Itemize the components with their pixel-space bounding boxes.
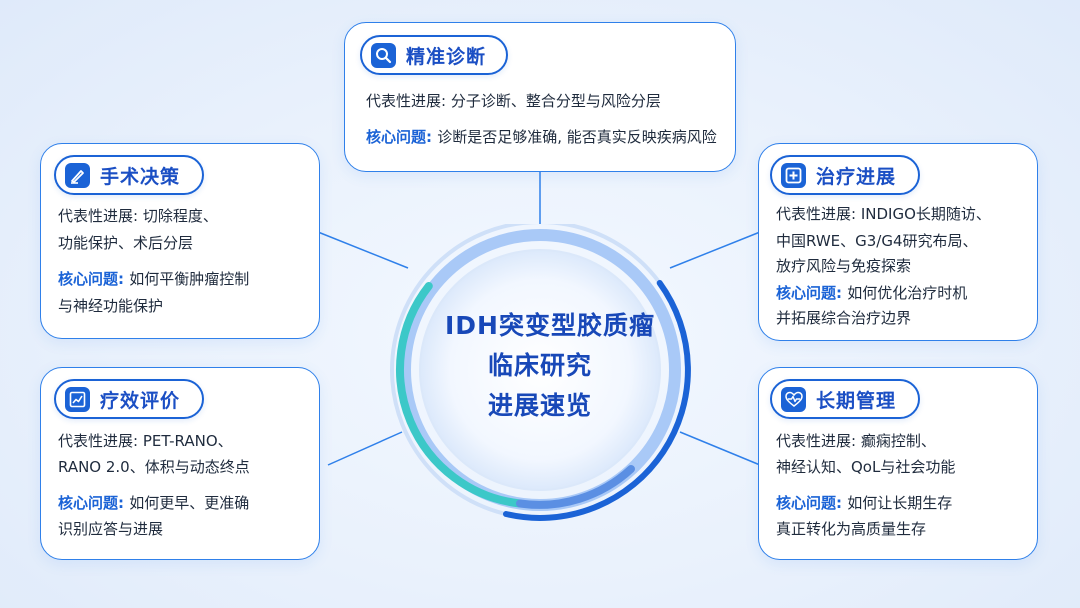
connector-treatment: [669, 231, 761, 269]
progress-text: 切除程度、: [142, 207, 218, 225]
pill-longterm: 长期管理: [770, 379, 920, 419]
search-icon: [371, 42, 396, 68]
progress-line-1: 代表性进展: 切除程度、: [58, 203, 218, 229]
card-title: 长期管理: [816, 389, 897, 412]
connector-surgery: [317, 231, 409, 269]
issue-label: 核心问题:: [58, 270, 130, 288]
progress-text: PET-RANO、: [142, 432, 233, 450]
center-hub: [390, 224, 691, 521]
progress-text: 癫痫控制、: [860, 432, 936, 450]
card-title: 治疗进展: [816, 165, 897, 188]
progress-label: 代表性进展:: [58, 432, 143, 450]
center-title-line-1: IDH突变型胶质瘤: [445, 311, 655, 340]
pill-treatment: 治疗进展: [770, 155, 920, 195]
issue-line-2: 与神经功能保护: [58, 297, 164, 315]
progress-line-2: 功能保护、术后分层: [58, 234, 194, 252]
issue-line-2: 并拓展综合治疗边界: [776, 309, 912, 327]
issue-text: 如何更早、更准确: [129, 494, 250, 512]
issue-label: 核心问题:: [776, 284, 848, 302]
issue-line-2: 识别应答与进展: [58, 520, 164, 538]
scalpel-icon: [65, 162, 90, 188]
blue-arc: [516, 465, 635, 509]
inner-disc: [419, 249, 661, 491]
issue-label: 核心问题:: [58, 494, 130, 512]
issue-text: 如何让长期生存: [847, 494, 953, 512]
issue-text: 诊断是否足够准确, 能否真实反映疾病风险: [437, 128, 717, 146]
progress-label: 代表性进展:: [366, 92, 451, 110]
issue-label: 核心问题:: [366, 128, 438, 146]
pill-efficacy: 疗效评价: [54, 379, 204, 419]
issue-line: 核心问题: 诊断是否足够准确, 能否真实反映疾病风险: [366, 124, 717, 150]
connector-efficacy: [327, 431, 403, 466]
heart-pulse-icon: [781, 386, 806, 412]
card-title: 疗效评价: [100, 389, 181, 412]
progress-text: INDIGO长期随访、: [860, 205, 991, 223]
card-title: 手术决策: [100, 165, 181, 188]
center-title-line-3: 进展速览: [487, 391, 592, 420]
center-title-line-2: 临床研究: [487, 351, 592, 380]
teal-arc: [396, 282, 524, 508]
issue-line-1: 核心问题: 如何平衡肿瘤控制: [58, 266, 249, 292]
issue-line-1: 核心问题: 如何优化治疗时机: [776, 280, 967, 306]
issue-line-1: 核心问题: 如何让长期生存: [776, 490, 952, 516]
connector-longterm: [679, 431, 761, 466]
issue-line-1: 核心问题: 如何更早、更准确: [58, 490, 249, 516]
progress-label: 代表性进展:: [58, 207, 143, 225]
card-title: 精准诊断: [406, 45, 487, 68]
issue-label: 核心问题:: [776, 494, 848, 512]
pill-diagnosis: 精准诊断: [360, 35, 508, 75]
progress-line-1: 代表性进展: 癫痫控制、: [776, 428, 936, 454]
progress-line: 代表性进展: 分子诊断、整合分型与风险分层: [366, 88, 661, 114]
issue-line-2: 真正转化为高质量生存: [776, 520, 927, 538]
progress-label: 代表性进展:: [776, 432, 861, 450]
progress-line-2: 神经认知、QoL与社会功能: [776, 458, 956, 476]
progress-line-2: 中国RWE、G3/G4研究布局、: [776, 232, 978, 250]
issue-text: 如何平衡肿瘤控制: [129, 270, 250, 288]
center-title: IDH突变型胶质瘤 临床研究 进展速览: [445, 306, 655, 426]
progress-line-1: 代表性进展: INDIGO长期随访、: [776, 201, 991, 227]
trend-chart-icon: [65, 386, 90, 412]
progress-line-1: 代表性进展: PET-RANO、: [58, 428, 233, 454]
outer-ring-accent: [503, 280, 691, 521]
progress-line-3: 放疗风险与免疫探索: [776, 257, 912, 275]
progress-label: 代表性进展:: [776, 205, 861, 223]
progress-text: 分子诊断、整合分型与风险分层: [450, 92, 661, 110]
plus-square-icon: [781, 162, 806, 188]
pill-surgery: 手术决策: [54, 155, 204, 195]
issue-text: 如何优化治疗时机: [847, 284, 968, 302]
progress-line-2: RANO 2.0、体积与动态终点: [58, 458, 250, 476]
